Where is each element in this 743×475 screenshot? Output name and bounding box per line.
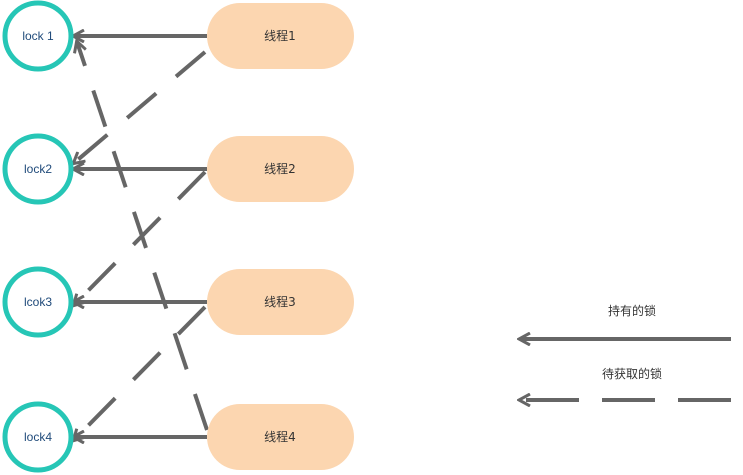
waiting-edge-thread1-lock2 — [74, 50, 207, 163]
lock-label: lock4 — [24, 430, 52, 444]
edges — [74, 36, 209, 440]
waiting-edge-thread4-lock1 — [77, 42, 209, 431]
lock-node-1: lock 1 — [2, 0, 74, 72]
legend-held-label: 持有的锁 — [608, 303, 656, 318]
thread-node-2: 线程2 — [207, 136, 354, 202]
legend: 持有的锁 待获取的锁 — [520, 303, 731, 400]
lock-node-2: lock2 — [2, 133, 74, 205]
legend-waiting-label: 待获取的锁 — [602, 366, 662, 381]
lock-node-4: lock4 — [2, 401, 74, 473]
lock-label: lock2 — [24, 162, 52, 176]
thread-label: 线程3 — [264, 294, 296, 309]
thread-label: 线程1 — [264, 28, 296, 43]
lock-node-3: lcok3 — [2, 266, 74, 338]
waiting-edge-thread3-lock4 — [74, 305, 207, 440]
lock-label: lcok3 — [24, 295, 52, 309]
thread-label: 线程4 — [264, 429, 296, 444]
thread-node-1: 线程1 — [207, 3, 354, 69]
thread-label: 线程2 — [264, 161, 296, 176]
thread-node-4: 线程4 — [207, 404, 354, 470]
thread-node-3: 线程3 — [207, 269, 354, 335]
waiting-edge-thread2-lock3 — [74, 170, 207, 305]
lock-label: lock 1 — [22, 29, 54, 43]
